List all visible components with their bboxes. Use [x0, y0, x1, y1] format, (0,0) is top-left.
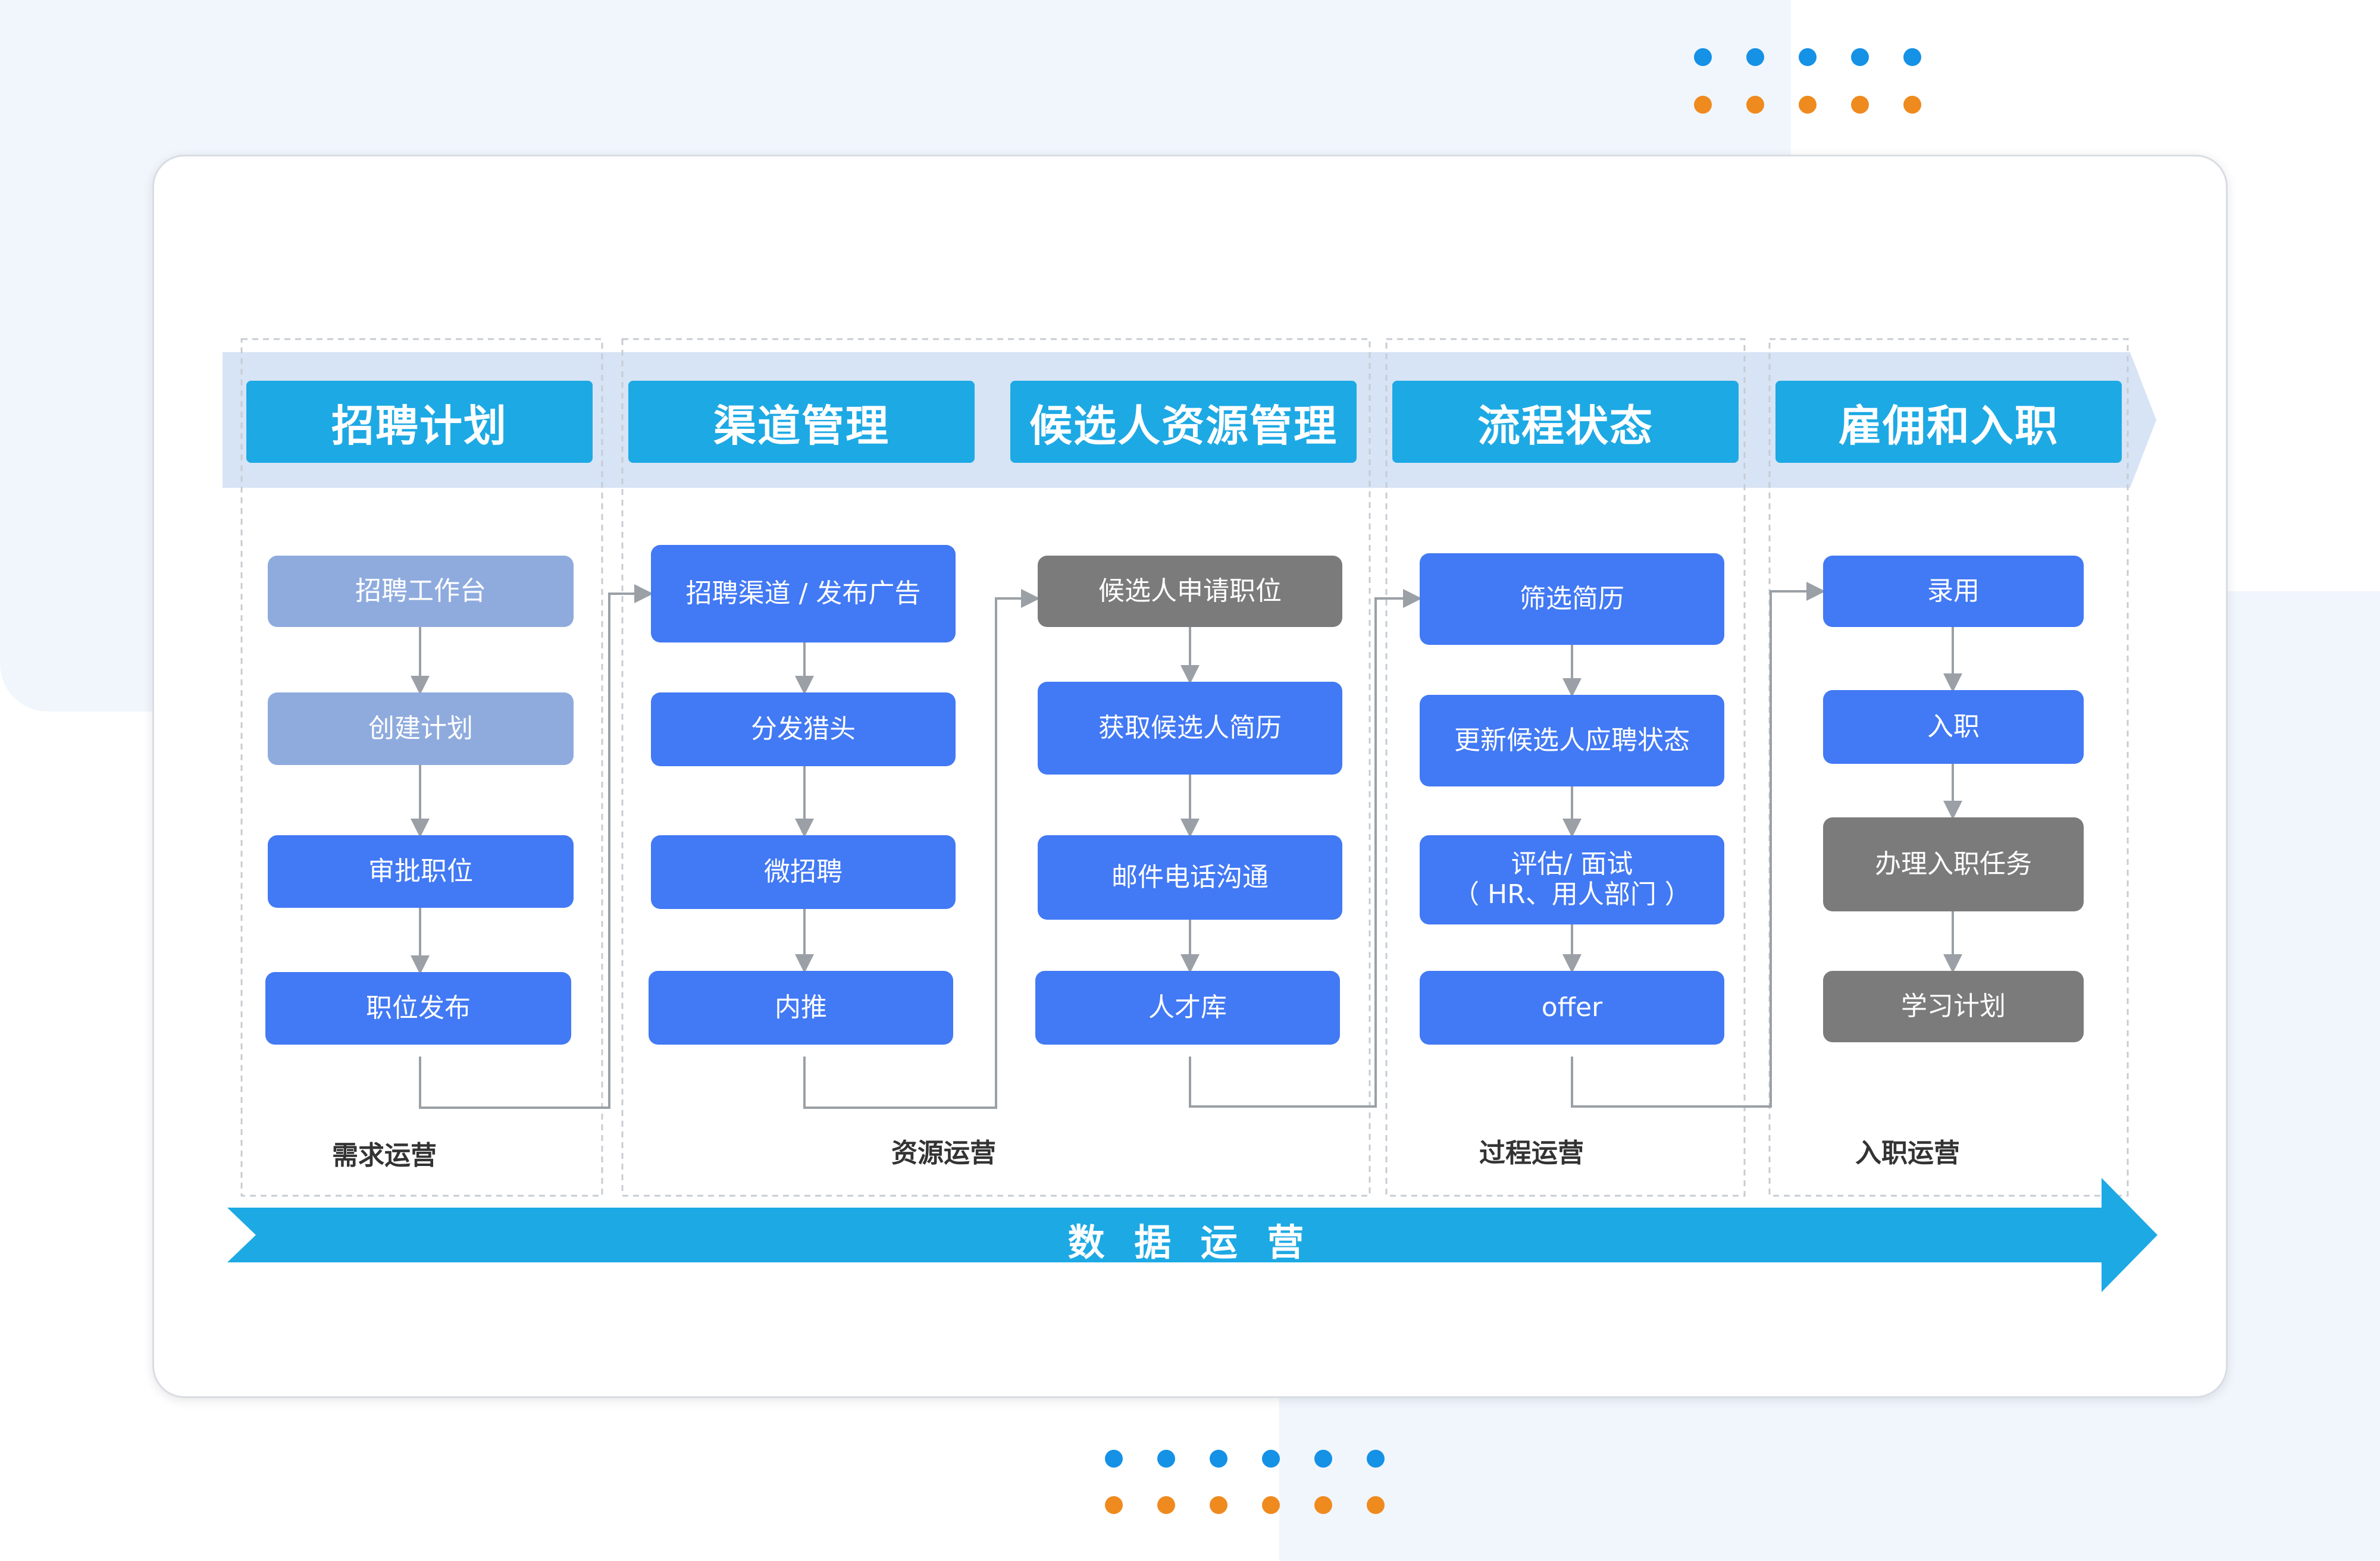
- column-frame-2: [621, 338, 1371, 1197]
- node-update-status: 更新候选人应聘状态: [1420, 695, 1724, 786]
- header-process-status: 流程状态: [1392, 381, 1739, 463]
- decorative-dot: [1367, 1496, 1385, 1514]
- decorative-dot: [1210, 1450, 1227, 1468]
- node-referral: 内推: [649, 971, 953, 1045]
- decorative-dot: [1799, 96, 1817, 114]
- node-micro-recruitment: 微招聘: [651, 835, 956, 909]
- connector-process-to-hire: [1571, 582, 1825, 1108]
- node-offer: offer: [1420, 971, 1724, 1045]
- node-screen-resume: 筛选简历: [1420, 553, 1724, 645]
- connector-channel-to-candidate: [803, 589, 1040, 1109]
- decorative-dot: [1157, 1450, 1175, 1468]
- node-email-phone: 邮件电话沟通: [1038, 835, 1342, 920]
- label-data-operations: 数 据 运 营: [1067, 1221, 1313, 1264]
- node-interview: 评估/ 面试 （ HR、用人部门 ）: [1420, 835, 1724, 924]
- column-frame-4: [1768, 338, 2129, 1197]
- node-approve-position: 审批职位: [268, 835, 574, 908]
- decorative-dot: [1694, 48, 1712, 66]
- node-headhunters: 分发猎头: [651, 692, 956, 766]
- label-demand-operations: 需求运营: [332, 1140, 437, 1171]
- data-operations-arrow: [227, 1178, 2157, 1292]
- decorative-dot: [1262, 1450, 1280, 1468]
- decorative-dot: [1799, 48, 1817, 66]
- node-talent-pool: 人才库: [1035, 971, 1340, 1045]
- label-resource-operations: 资源运营: [891, 1138, 996, 1168]
- node-post-position: 职位发布: [265, 972, 571, 1045]
- decorative-dot: [1314, 1450, 1332, 1468]
- node-learning-plan: 学习计划: [1823, 971, 2084, 1042]
- node-onboard: 入职: [1823, 690, 2084, 764]
- label-onboarding-operations: 入职运营: [1855, 1138, 1960, 1168]
- column-frame-3: [1385, 338, 1746, 1197]
- decorative-dot: [1851, 96, 1869, 114]
- decorative-dot: [1746, 96, 1764, 114]
- decorative-dot: [1262, 1496, 1280, 1514]
- connector-plan-to-channel: [419, 584, 653, 1109]
- node-candidate-apply: 候选人申请职位: [1038, 556, 1342, 627]
- header-candidate-resource-management: 候选人资源管理: [1010, 381, 1357, 463]
- header-recruitment-plan: 招聘计划: [246, 381, 593, 463]
- label-process-operations: 过程运营: [1479, 1138, 1584, 1168]
- decorative-dot: [1314, 1496, 1332, 1514]
- decorative-dot: [1367, 1450, 1385, 1468]
- node-create-plan: 创建计划: [268, 692, 574, 765]
- decorative-dot: [1746, 48, 1764, 66]
- decorative-dot: [1210, 1496, 1227, 1514]
- header-channel-management: 渠道管理: [628, 381, 975, 463]
- node-get-resume: 获取候选人简历: [1038, 682, 1342, 775]
- decorative-dot: [1694, 96, 1712, 114]
- node-onboarding-tasks: 办理入职任务: [1823, 817, 2084, 911]
- node-recruitment-workbench: 招聘工作台: [268, 556, 574, 627]
- decorative-dot: [1105, 1496, 1123, 1514]
- node-interview-line2: （ HR、用人部门 ）: [1453, 879, 1691, 910]
- node-interview-line1: 评估/ 面试: [1511, 849, 1633, 880]
- connector-candidate-to-process: [1189, 589, 1422, 1108]
- column-frames: [240, 338, 2129, 1197]
- column-frame-1: [240, 338, 603, 1197]
- decorative-dot: [1851, 48, 1869, 66]
- decorative-dot: [1903, 48, 1921, 66]
- flow-connectors: [411, 582, 1962, 1109]
- header-hiring-onboarding: 雇佣和入职: [1775, 381, 2122, 463]
- decorative-dot: [1157, 1496, 1175, 1514]
- decorative-dot: [1105, 1450, 1123, 1468]
- node-channels-ads: 招聘渠道 / 发布广告: [651, 545, 956, 642]
- node-hire: 录用: [1823, 556, 2084, 627]
- decorative-dot: [1903, 96, 1921, 114]
